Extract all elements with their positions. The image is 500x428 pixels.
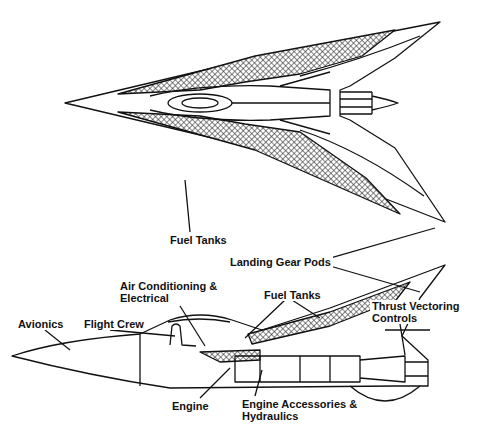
part-label: Fuel Tanks — [262, 289, 323, 301]
part-label: Avionics — [16, 318, 65, 330]
part-label: Air Conditioning & Electrical — [118, 280, 226, 304]
part-label: Thrust Vectoring Controls — [370, 300, 474, 324]
part-label: Landing Gear Pods — [228, 256, 333, 268]
part-label: Engine — [170, 400, 211, 412]
part-label: Flight Crew — [82, 318, 146, 330]
part-label: Engine Accessories & Hydraulics — [240, 398, 362, 422]
part-label: Fuel Tanks — [168, 234, 229, 246]
